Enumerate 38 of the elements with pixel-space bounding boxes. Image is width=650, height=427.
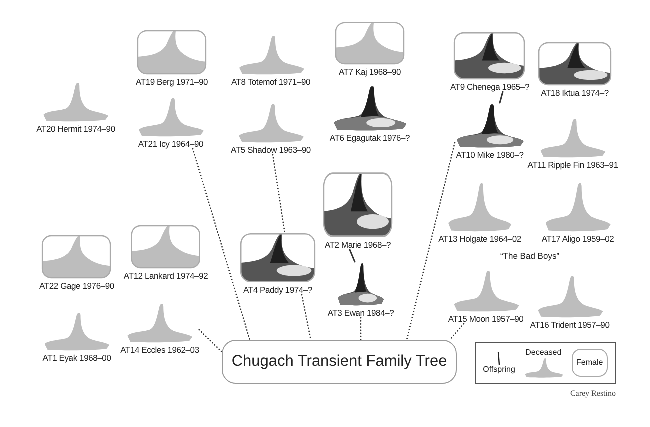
whale-label: AT13 Holgate 1964–02 xyxy=(438,234,522,244)
whale-label: AT5 Shadow 1963–90 xyxy=(231,145,311,155)
whale-label: AT14 Eccles 1962–03 xyxy=(120,345,200,355)
dotted-connector xyxy=(360,317,362,341)
offspring-line xyxy=(499,91,504,104)
legend-text: Female xyxy=(576,357,604,369)
dotted-connector xyxy=(301,294,312,341)
whale-label: AT8 Totemof 1971–90 xyxy=(231,77,311,87)
group-note: “The Bad Boys” xyxy=(500,250,560,263)
dotted-connector xyxy=(406,142,456,341)
whale-label: AT15 Moon 1957–90 xyxy=(448,314,524,324)
whale-label: AT3 Ewan 1984–? xyxy=(328,308,394,318)
whale-label: AT1 Eyak 1968–00 xyxy=(42,353,112,363)
credit-text: Carey Restino xyxy=(570,388,616,400)
whale-label: AT18 Iktua 1974–? xyxy=(541,88,609,98)
whale-label: AT7 Kaj 1968–90 xyxy=(338,67,402,77)
whale-label: AT17 Aligo 1959–02 xyxy=(542,234,614,244)
whale-label: AT20 Hermit 1974–90 xyxy=(36,124,116,134)
box-label: Chugach Transient Family Tree xyxy=(232,352,448,372)
whale-label: AT10 Mike 1980–? xyxy=(456,150,524,160)
whale-label: AT11 Ripple Fin 1963–91 xyxy=(528,160,618,170)
whale-label: AT16 Trident 1957–90 xyxy=(530,320,610,330)
whale-label: AT9 Chenega 1965–? xyxy=(450,82,530,92)
whale-label: AT19 Berg 1971–90 xyxy=(136,77,208,87)
whale-label: AT2 Marie 1968–? xyxy=(324,240,392,250)
whale-label: AT22 Gage 1976–90 xyxy=(40,281,114,291)
legend-text: Offspring xyxy=(483,364,516,374)
title-box xyxy=(222,340,457,384)
dotted-connector xyxy=(198,329,223,353)
dotted-connector xyxy=(192,148,251,341)
offspring-line xyxy=(349,249,356,263)
whale-label: AT4 Paddy 1974–? xyxy=(244,285,312,295)
whale-label: AT12 Lankard 1974–92 xyxy=(124,271,208,281)
dotted-connector xyxy=(272,154,286,234)
legend-text: Deceased xyxy=(526,348,562,358)
whale-label: AT21 Icy 1964–90 xyxy=(138,139,204,149)
whale-label: AT6 Egagutak 1976–? xyxy=(330,133,410,143)
dotted-connector xyxy=(449,323,465,341)
